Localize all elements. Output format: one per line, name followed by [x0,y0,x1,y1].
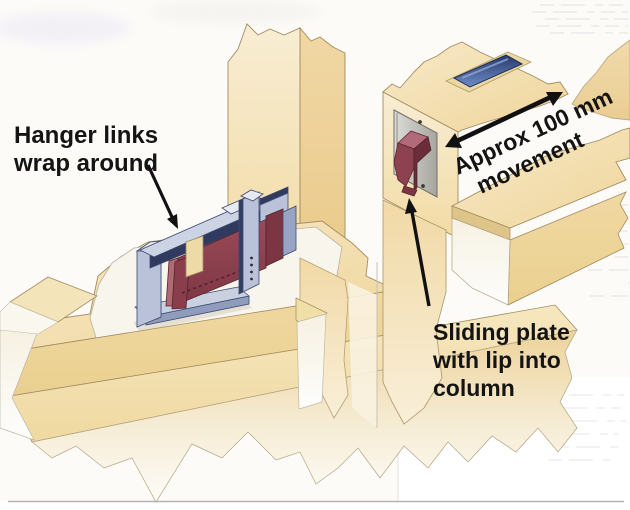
sliding-plate [393,130,432,197]
sliding-plate-label: Sliding plate with lip into column [433,318,570,402]
sliding-plate-label-line3: column [433,375,515,401]
bolt-dots [250,256,253,281]
slot-opening [452,54,524,88]
timber-packing-piece [185,235,204,278]
movement-double-arrow [445,92,563,148]
scan-smudge [0,12,130,44]
right-beam-notch-face [451,217,511,306]
slot-highlight [461,58,509,79]
hanger-links-label-line1: Hanger links [14,122,159,149]
hanger-links-label: Hanger links wrap around [14,122,158,178]
steel-behind-plate [282,205,297,257]
right-beam-top-face [450,127,630,229]
ledge-end-torn-face [296,313,327,410]
hanger-assembly [133,186,297,332]
hanger-right-channel-cap [240,189,264,202]
recess-bolt [421,184,425,188]
recess-bolt [418,120,422,124]
hanger-maroon-stiffener [171,255,191,310]
right-beam [450,127,630,306]
right-beam-front-face [507,191,629,306]
hanger-right-channel [242,191,260,293]
sliding-plate-pointer-arrow [405,198,431,307]
hanger-right-channel-edge [238,198,244,295]
sliding-plate-foot [401,185,418,197]
hanger-links-label-line2: wrap around [14,150,159,177]
central-column-lower [295,257,378,428]
annotation-arrows [146,92,563,307]
hanger-links-pointer-arrow [146,164,178,229]
maroon-tall-plate [265,208,284,267]
sliding-plate-label-line1: Sliding plate [433,319,570,345]
torn-paper-fragment [571,39,630,121]
sliding-plate-label-line2: with lip into [433,347,561,373]
right-column-lower-torn [382,199,447,425]
background-gap-strip [348,282,377,428]
rivet-dashed-line [181,264,257,294]
scan-smudge [150,0,320,24]
upper-ledge-torn-face [0,301,59,335]
